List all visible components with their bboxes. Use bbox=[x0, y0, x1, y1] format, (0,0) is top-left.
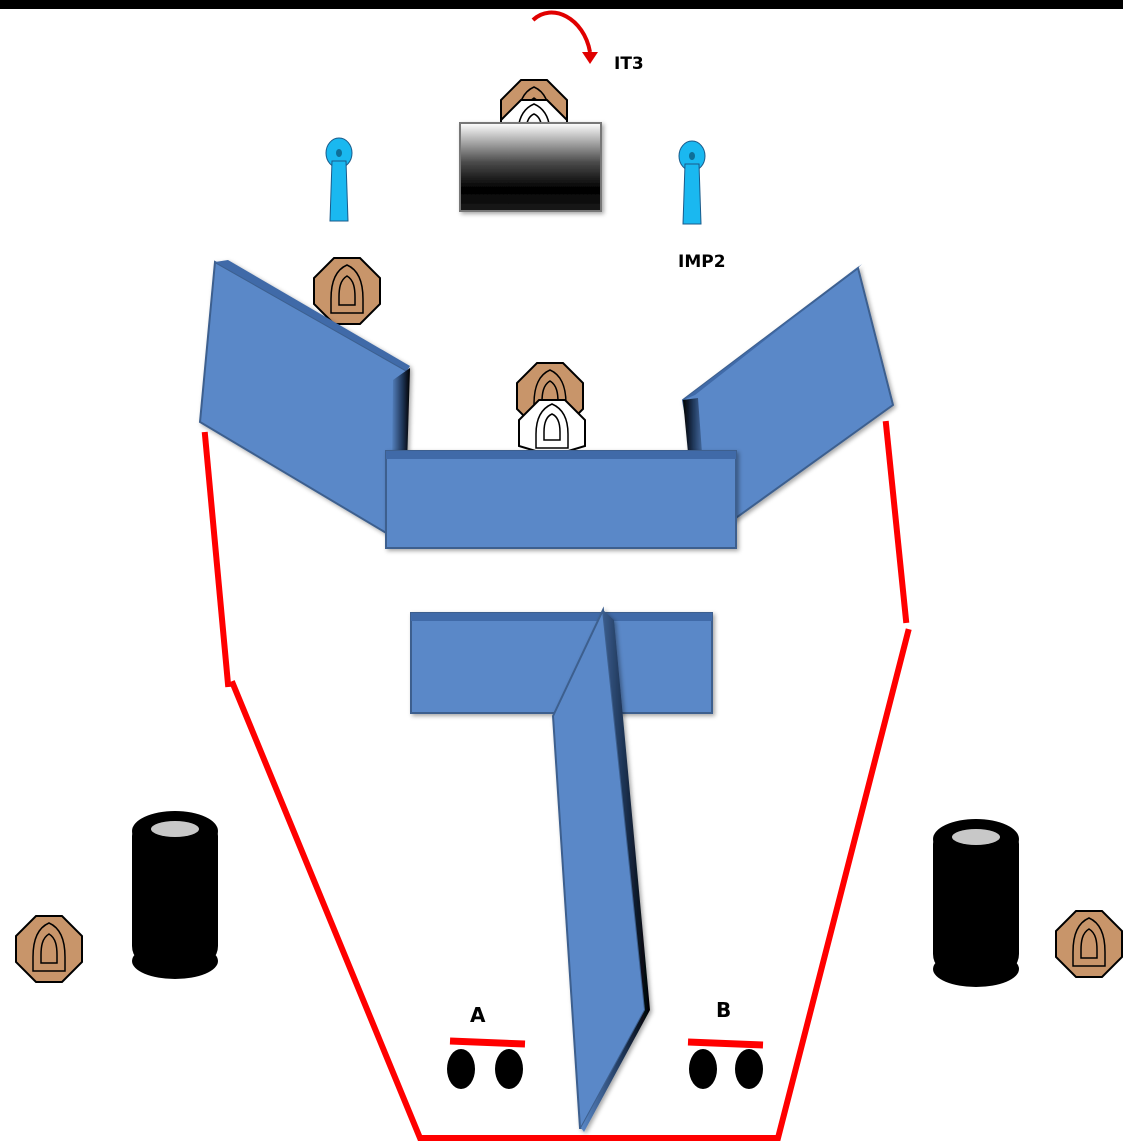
steel-target-icon bbox=[15, 915, 83, 983]
foot-mark-icon bbox=[495, 1049, 523, 1089]
box-a-line bbox=[449, 1037, 526, 1048]
popper-icon bbox=[325, 137, 353, 222]
swinger-arrow-icon bbox=[531, 10, 592, 53]
label-box-b: B bbox=[716, 998, 731, 1022]
barrel-obstacle bbox=[459, 122, 602, 212]
tire-stack-icon bbox=[132, 811, 218, 979]
top-black-bar bbox=[0, 0, 1123, 9]
fault-line bbox=[201, 420, 912, 1141]
label-box-a: A bbox=[470, 1003, 486, 1027]
label-it3: IT3 bbox=[614, 54, 644, 74]
foot-mark-icon bbox=[735, 1049, 763, 1089]
swinger-arrowhead-icon bbox=[582, 52, 598, 64]
foot-mark-icon bbox=[447, 1049, 475, 1089]
t-wall-stem bbox=[551, 606, 650, 1132]
label-imp2: IMP2 bbox=[678, 252, 726, 272]
tire-stack-icon bbox=[933, 819, 1019, 987]
popper-icon bbox=[678, 140, 706, 225]
box-b-line bbox=[687, 1038, 764, 1049]
steel-target-icon bbox=[313, 257, 381, 325]
steel-target-icon bbox=[1055, 910, 1123, 978]
front-center-wall bbox=[385, 450, 737, 549]
foot-mark-icon bbox=[689, 1049, 717, 1089]
